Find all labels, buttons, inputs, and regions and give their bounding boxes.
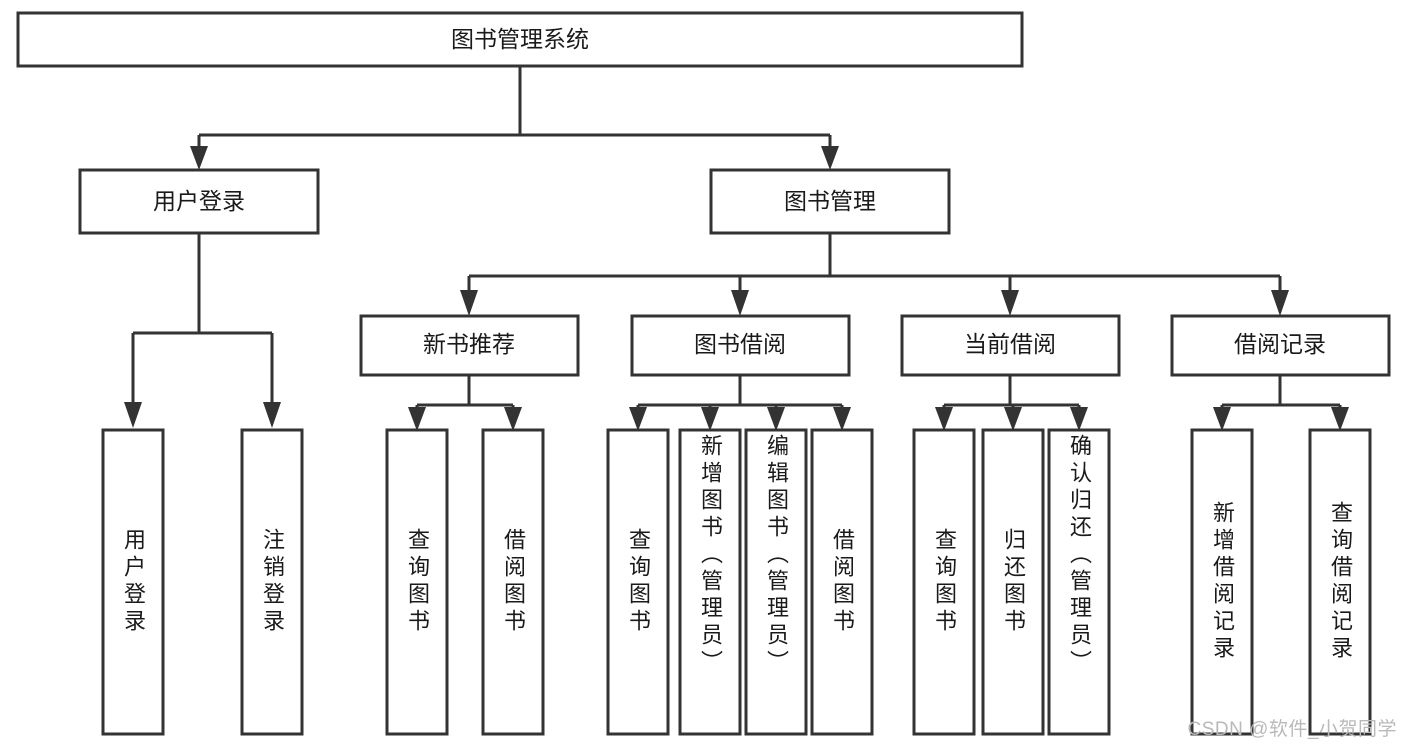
user-login-box[interactable] [78, 168, 320, 235]
edges-currentborrow-to-leaves [935, 375, 1088, 431]
arrow-leaf-borrow-book-nb [504, 407, 522, 431]
leaf-box-query-book-cb[interactable] [912, 428, 976, 736]
current-borrow-box[interactable] [900, 314, 1121, 377]
arrow-leaf-user-login [124, 402, 142, 428]
leaf-add-book-admin[interactable]: 新增图书（管理员） [680, 430, 740, 734]
current-borrow-label: 当前借阅 [964, 331, 1056, 357]
arrow-leaf-query-book-cb [935, 407, 953, 431]
leaf-borrow-book-new-recommend-label: 借阅图书 [501, 528, 526, 636]
leaf-confirm-return-admin[interactable]: 确认归还（管理员） [1049, 430, 1109, 734]
leaf-query-book-current-label: 查询图书 [932, 528, 957, 636]
leaf-box-query-book-bb[interactable] [606, 428, 670, 736]
csdn-watermark: CSDN @软件_小贺同学 [1187, 719, 1397, 740]
leaf-box-user-login[interactable] [101, 428, 165, 736]
leaf-query-book-borrow-label: 查询图书 [626, 528, 651, 636]
leaf-logout-label: 注销登录 [260, 528, 285, 636]
new-book-recommend-box[interactable] [359, 314, 580, 377]
node-book-borrow[interactable]: 图书借阅 [630, 314, 851, 377]
leaf-query-book-new-recommend-label: 查询图书 [405, 528, 430, 636]
edges-userlogin-to-leaves [124, 233, 281, 428]
book-borrow-label: 图书借阅 [694, 331, 786, 357]
node-root[interactable]: 图书管理系统 [16, 11, 1024, 68]
node-current-borrow[interactable]: 当前借阅 [900, 314, 1121, 377]
node-book-manage[interactable]: 图书管理 [709, 168, 951, 235]
leaf-box-borrow-book-bb[interactable] [810, 428, 874, 736]
leaf-box-add-book[interactable] [678, 428, 742, 736]
leaf-query-borrow-record-label: 查询借阅记录 [1328, 501, 1353, 663]
edges-newbook-to-leaves [408, 375, 522, 431]
leaf-confirm-return-admin-label: 确认归还（管理员） [1067, 434, 1092, 677]
leaf-box-query-record[interactable] [1308, 428, 1372, 736]
leaf-add-borrow-record[interactable]: 新增借阅记录 [1192, 430, 1252, 734]
leaf-box-confirm-return[interactable] [1047, 428, 1111, 736]
node-user-login[interactable]: 用户登录 [78, 168, 320, 235]
node-borrow-record[interactable]: 借阅记录 [1170, 314, 1391, 377]
leaf-logout[interactable]: 注销登录 [242, 430, 302, 734]
leaf-query-book-current[interactable]: 查询图书 [914, 430, 974, 734]
arrow-leaf-query-book-bb [629, 407, 647, 431]
leaf-box-edit-book[interactable] [744, 428, 808, 736]
leaf-query-book-borrow[interactable]: 查询图书 [608, 430, 668, 734]
leaf-boxes [101, 428, 1372, 736]
leaf-query-book-new-recommend[interactable]: 查询图书 [387, 430, 447, 734]
arrow-to-borrow-record [1271, 290, 1289, 316]
arrow-leaf-query-record [1331, 407, 1349, 431]
borrow-record-label: 借阅记录 [1234, 331, 1326, 357]
root-label: 图书管理系统 [451, 26, 589, 52]
arrow-leaf-borrow-book-bb [833, 407, 851, 431]
leaf-box-borrow-book-nb[interactable] [481, 428, 545, 736]
arrow-leaf-add-book [701, 407, 719, 431]
arrow-leaf-edit-book [767, 407, 785, 431]
leaf-box-logout[interactable] [240, 428, 304, 736]
node-new-book-recommend[interactable]: 新书推荐 [359, 314, 580, 377]
book-manage-box[interactable] [709, 168, 951, 235]
leaf-box-add-record[interactable] [1190, 428, 1254, 736]
leaf-box-return-book[interactable] [981, 428, 1045, 736]
leaf-borrow-book-new-recommend[interactable]: 借阅图书 [483, 430, 543, 734]
arrow-to-user-login [190, 146, 208, 170]
leaf-borrow-book-borrow-label: 借阅图书 [830, 528, 855, 636]
new-book-recommend-label: 新书推荐 [423, 331, 515, 357]
leaf-return-book-label: 归还图书 [1001, 528, 1026, 636]
edges-bookborrow-to-leaves [629, 375, 851, 431]
book-borrow-box[interactable] [630, 314, 851, 377]
arrow-to-new-book-recommend [460, 290, 478, 316]
arrow-leaf-return-book [1004, 407, 1022, 431]
arrow-to-current-borrow [1001, 290, 1019, 316]
leaf-add-book-admin-label: 新增图书（管理员） [698, 434, 723, 677]
arrow-leaf-logout [263, 402, 281, 428]
book-manage-label: 图书管理 [784, 188, 876, 214]
leaf-user-login[interactable]: 用户登录 [103, 430, 163, 734]
arrow-leaf-confirm-return [1070, 407, 1088, 431]
leaf-edit-book-admin-label: 编辑图书（管理员） [764, 434, 789, 677]
leaf-query-borrow-record[interactable]: 查询借阅记录 [1310, 430, 1370, 734]
leaf-user-login-label: 用户登录 [121, 528, 146, 636]
edges-bookmanage-to-level3 [460, 233, 1289, 316]
edges-borrowrecord-to-leaves [1213, 375, 1349, 431]
arrow-leaf-query-book-nb [408, 407, 426, 431]
arrow-to-book-borrow [731, 290, 749, 316]
edges-root-to-level2 [190, 66, 839, 170]
leaf-add-borrow-record-label: 新增借阅记录 [1210, 501, 1235, 663]
leaf-borrow-book-borrow[interactable]: 借阅图书 [812, 430, 872, 734]
borrow-record-box[interactable] [1170, 314, 1391, 377]
user-login-label: 用户登录 [153, 188, 245, 214]
arrow-leaf-add-record [1213, 407, 1231, 431]
leaf-edit-book-admin[interactable]: 编辑图书（管理员） [746, 430, 806, 734]
arrow-to-book-manage [821, 146, 839, 170]
root-box[interactable] [16, 11, 1024, 68]
leaf-return-book[interactable]: 归还图书 [983, 430, 1043, 734]
leaf-box-query-book-nb[interactable] [385, 428, 449, 736]
